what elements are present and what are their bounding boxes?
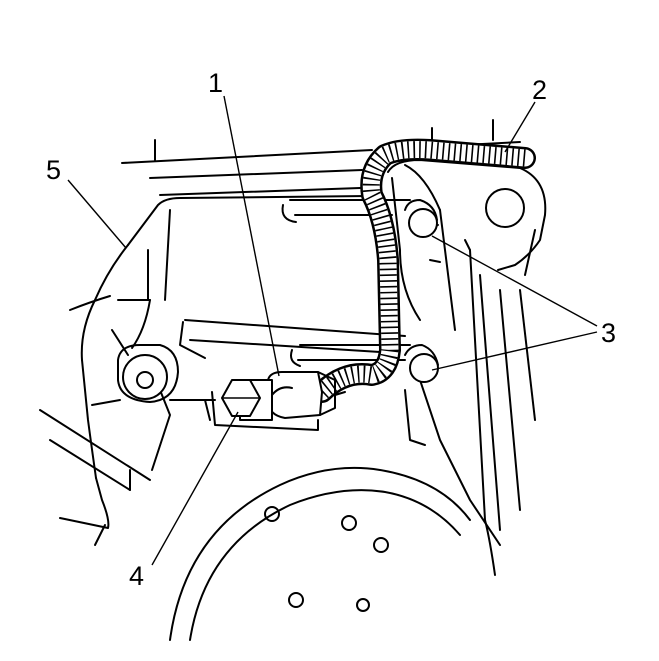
callout-2: 2 (532, 75, 547, 105)
flywheel (169, 466, 471, 641)
wheelhouse-panel (39, 195, 369, 546)
leader-1 (223, 95, 280, 377)
callout-4: 4 (129, 561, 144, 591)
sensor-hex-body (204, 379, 319, 431)
leader-2 (504, 101, 536, 153)
lower-bolt (404, 344, 439, 383)
right-bracket-panel (387, 159, 547, 576)
leader-5 (67, 179, 127, 249)
callout-3: 3 (601, 318, 616, 348)
leader-lines (67, 95, 598, 566)
mounting-bolts (404, 199, 439, 383)
leader-3b (431, 331, 598, 371)
leader-3a (431, 235, 598, 327)
leader-4 (151, 411, 239, 566)
callout-1: 1 (208, 68, 223, 98)
mount-boss (117, 344, 179, 403)
wiring-harness (311, 138, 536, 403)
callout-labels: 1 2 3 4 5 (46, 68, 616, 591)
upper-bolt (404, 199, 438, 238)
callout-5: 5 (46, 155, 61, 185)
